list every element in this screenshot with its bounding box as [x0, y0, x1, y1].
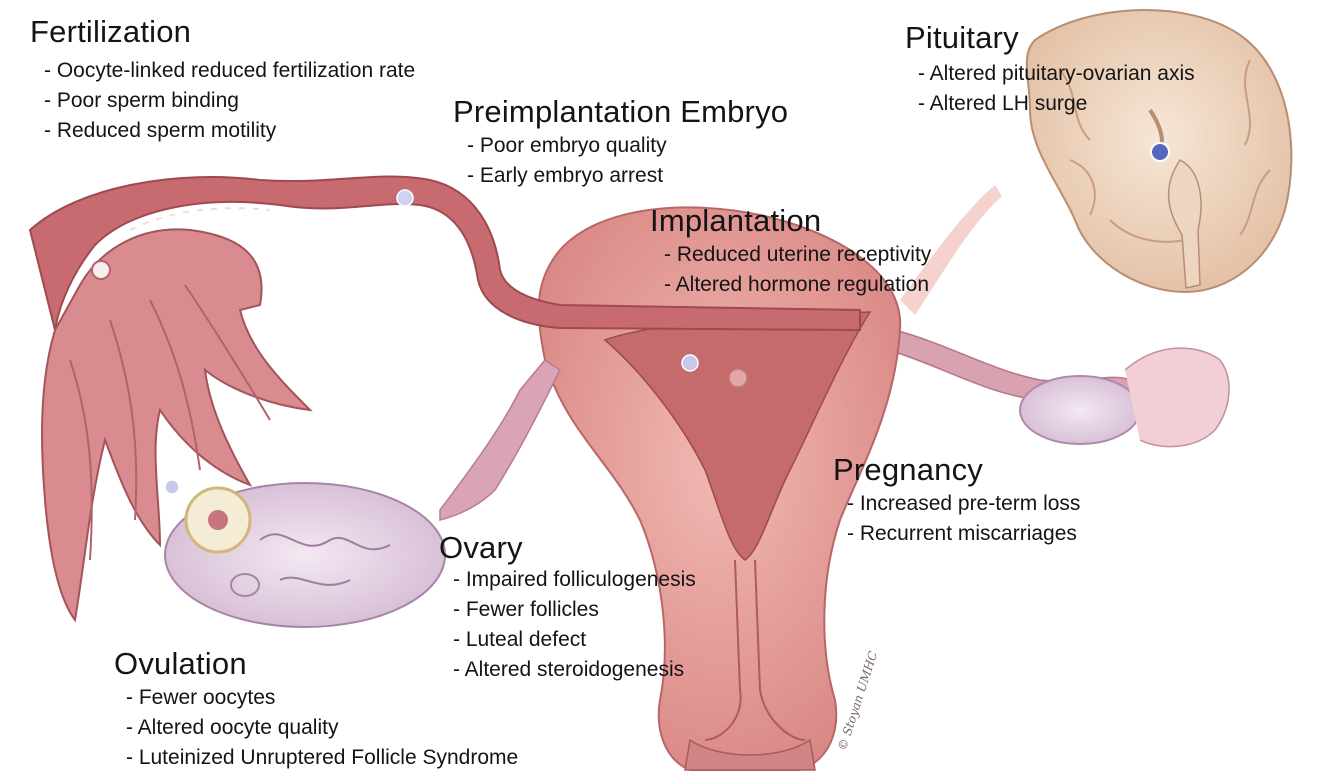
ovary-item: - Impaired folliculogenesis — [453, 565, 696, 595]
fertilization-item: - Oocyte-linked reduced fertilization ra… — [44, 56, 415, 86]
implantation-callout: Implantation - Reduced uterine receptivi… — [650, 205, 931, 300]
fertilization-item: - Poor sperm binding — [44, 86, 415, 116]
preimplantation-item: - Poor embryo quality — [467, 131, 788, 161]
implantation-heading: Implantation — [650, 205, 931, 236]
implantation-list: - Reduced uterine receptivity - Altered … — [664, 240, 931, 300]
fertilization-heading: Fertilization — [30, 16, 415, 47]
preimplantation-list: - Poor embryo quality - Early embryo arr… — [467, 131, 788, 191]
preimplantation-item: - Early embryo arrest — [467, 161, 788, 191]
pituitary-item: - Altered LH surge — [918, 89, 1195, 119]
fertilization-list: - Oocyte-linked reduced fertilization ra… — [44, 56, 415, 146]
ovulation-item: - Altered oocyte quality — [126, 713, 518, 743]
ovulation-item: - Luteinized Unruptered Follicle Syndrom… — [126, 743, 518, 773]
preimplantation-callout: Preimplantation Embryo - Poor embryo qua… — [453, 96, 788, 191]
pituitary-list: - Altered pituitary-ovarian axis - Alter… — [918, 59, 1195, 119]
implantation-item: - Altered hormone regulation — [664, 270, 931, 300]
pregnancy-item: - Recurrent miscarriages — [847, 519, 1080, 549]
ovulation-callout: Ovulation - Fewer oocytes - Altered oocy… — [114, 648, 518, 773]
pituitary-callout: Pituitary - Altered pituitary-ovarian ax… — [905, 22, 1195, 119]
pituitary-heading: Pituitary — [905, 22, 1195, 53]
preimplantation-heading: Preimplantation Embryo — [453, 96, 788, 127]
pregnancy-item: - Increased pre-term loss — [847, 489, 1080, 519]
ovulation-heading: Ovulation — [114, 648, 518, 679]
ovary-heading: Ovary — [439, 532, 696, 563]
implantation-item: - Reduced uterine receptivity — [664, 240, 931, 270]
ovary-item: - Fewer follicles — [453, 595, 696, 625]
ovulation-item: - Fewer oocytes — [126, 683, 518, 713]
ovulation-list: - Fewer oocytes - Altered oocyte quality… — [126, 683, 518, 773]
pituitary-item: - Altered pituitary-ovarian axis — [918, 59, 1195, 89]
pregnancy-heading: Pregnancy — [833, 454, 1080, 485]
fertilization-item: - Reduced sperm motility — [44, 116, 415, 146]
pregnancy-list: - Increased pre-term loss - Recurrent mi… — [847, 489, 1080, 549]
fertilization-callout: Fertilization - Oocyte-linked reduced fe… — [30, 16, 415, 146]
pregnancy-callout: Pregnancy - Increased pre-term loss - Re… — [833, 454, 1080, 549]
